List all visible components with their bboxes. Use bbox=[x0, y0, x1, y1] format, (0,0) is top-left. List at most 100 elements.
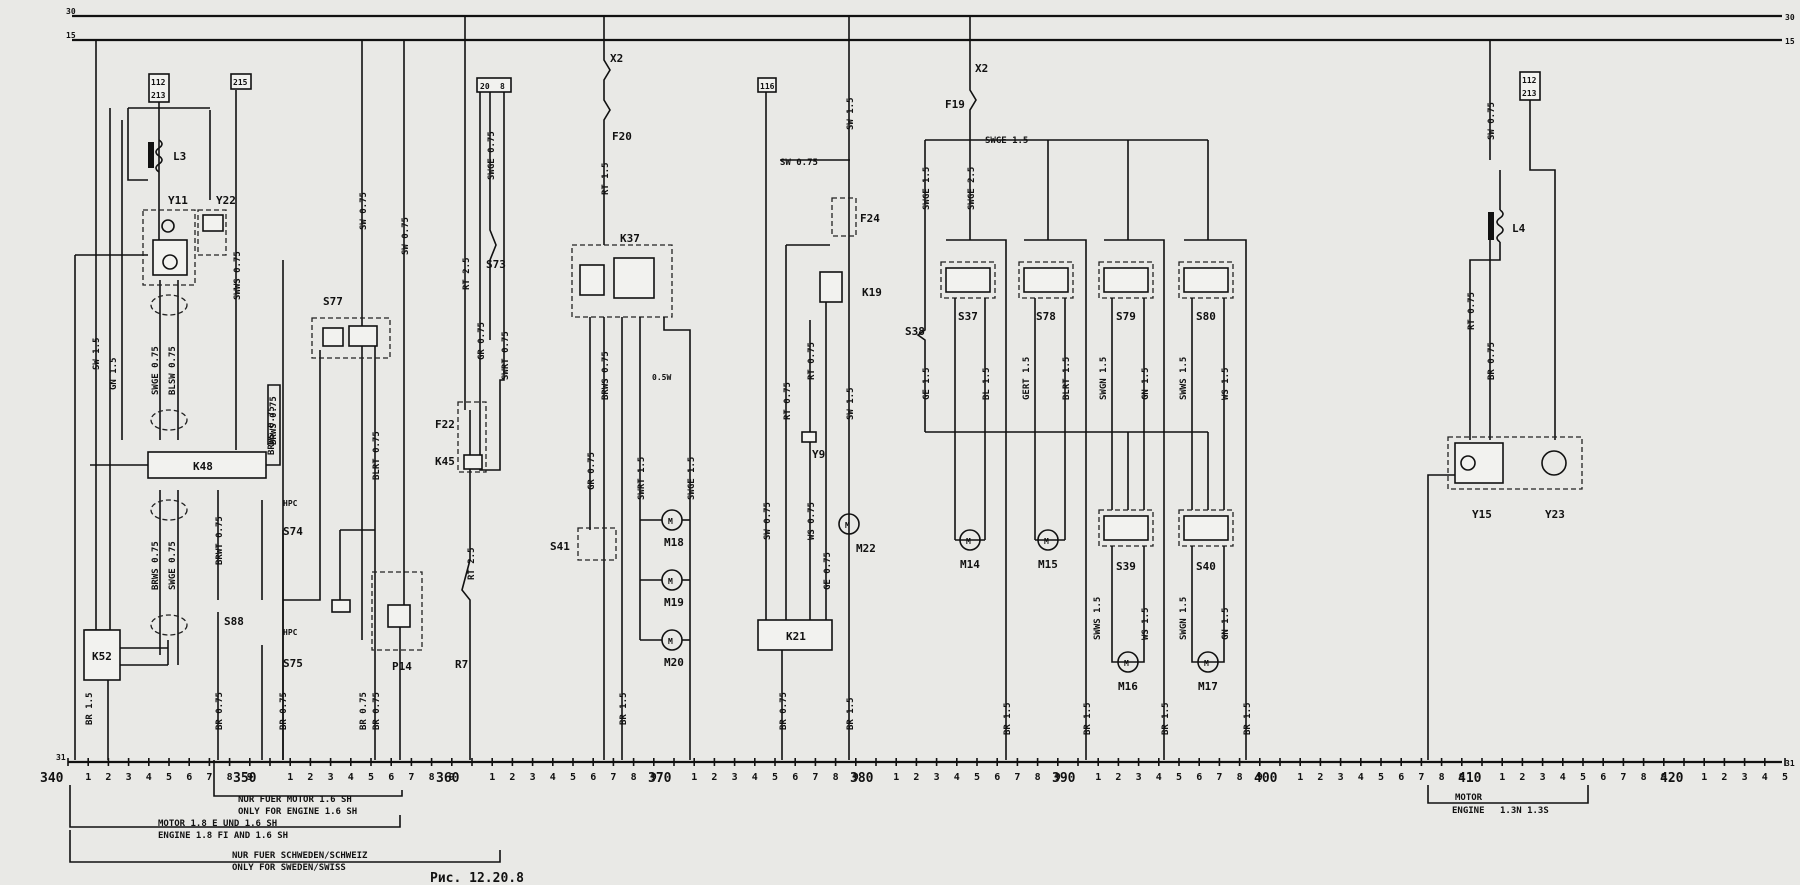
component-box bbox=[1183, 515, 1229, 541]
wire-s38 bbox=[916, 140, 926, 432]
note-2a: MOTOR 1.8 E UND 1.6 SH bbox=[158, 819, 277, 829]
rail-30-label-left: 30 bbox=[66, 7, 76, 16]
scale-digit: 4 bbox=[1358, 772, 1364, 783]
dashed-group bbox=[1178, 261, 1234, 299]
wl-25: SW 1.5 bbox=[846, 97, 856, 130]
component-box bbox=[613, 257, 655, 299]
scale-digit: 4 bbox=[1762, 772, 1768, 783]
label-f24: F24 bbox=[860, 212, 880, 225]
scale-340: 340 bbox=[40, 771, 64, 786]
wl-32: SWGE 1.5 bbox=[985, 136, 1028, 146]
label-k48: K48 bbox=[193, 460, 213, 473]
label-s88: S88 bbox=[224, 615, 244, 628]
scale-digit: 4 bbox=[752, 772, 758, 783]
wl-10: BRWS 0.75 bbox=[267, 406, 277, 455]
hpc-1: HPC bbox=[283, 499, 298, 508]
wl-23: SWGE 1.5 bbox=[687, 457, 697, 500]
bracket-2 bbox=[69, 785, 401, 828]
component-box bbox=[387, 604, 411, 628]
wl-g2: BR 0.75 bbox=[215, 692, 225, 730]
wl-g8: BR 1.5 bbox=[846, 697, 856, 730]
component-box bbox=[322, 327, 344, 347]
symbol bbox=[162, 254, 178, 270]
wire-seg bbox=[1191, 546, 1225, 663]
region-360: 20 8 F22 K45 R7 S73 RT 2.5 SWGE 0.75 GR … bbox=[435, 16, 512, 760]
region-375: 116 F24 K19 Y9 K21 M M22 SW 0.75 SW 1.5 … bbox=[757, 16, 882, 760]
label-f20: F20 bbox=[612, 130, 632, 143]
scale-digit: 1 bbox=[1095, 772, 1101, 783]
scale-digit: 3 bbox=[1338, 772, 1344, 783]
wl-g9: BR 1.5 bbox=[1003, 702, 1013, 735]
wire-seg bbox=[1427, 474, 1455, 760]
wl-27: RT 0.75 bbox=[807, 342, 817, 380]
scale-digit: 8 bbox=[1641, 772, 1647, 783]
shield bbox=[150, 409, 188, 431]
k37-box bbox=[571, 244, 673, 318]
wire-seg bbox=[1104, 239, 1165, 700]
y15-box bbox=[1454, 442, 1504, 484]
note-4b: ENGINE bbox=[1452, 806, 1485, 816]
scale-370: 370 bbox=[648, 771, 672, 786]
wl-g10: BR 1.5 bbox=[1083, 702, 1093, 735]
wl-13: SW 0.75 bbox=[401, 217, 411, 255]
label-y11: Y11 bbox=[168, 194, 188, 207]
wl-40: GN 1.5 bbox=[1141, 367, 1151, 400]
scale-digit: 9 bbox=[1055, 772, 1061, 783]
rect bbox=[1488, 212, 1494, 240]
label-m17: M17 bbox=[1198, 680, 1218, 693]
scale-digit: 3 bbox=[530, 772, 536, 783]
note-3b: ONLY FOR SWEDEN/SWISS bbox=[232, 863, 346, 873]
label-k37: K37 bbox=[620, 232, 640, 245]
scale-digit: 6 bbox=[186, 772, 192, 783]
wl-4: BLSW 0.75 bbox=[168, 346, 178, 395]
label: M bbox=[668, 517, 673, 526]
label: M bbox=[966, 537, 971, 546]
scale-digit: 6 bbox=[1600, 772, 1606, 783]
scale-digit: 9 bbox=[853, 772, 859, 783]
scale-digit: 4 bbox=[1156, 772, 1162, 783]
scale-digit: 2 bbox=[105, 772, 111, 783]
scale-digit: 4 bbox=[1560, 772, 1566, 783]
s39-box bbox=[1098, 509, 1154, 547]
label-s75: S75 bbox=[283, 657, 303, 670]
wire-seg bbox=[946, 239, 1007, 700]
label-m20: M20 bbox=[664, 656, 684, 669]
scale-digit: 5 bbox=[166, 772, 172, 783]
scale-digit: 6 bbox=[590, 772, 596, 783]
wl-44: WS 1.5 bbox=[1141, 607, 1151, 640]
component-box bbox=[945, 267, 991, 293]
wl-2: GN 1.5 bbox=[109, 357, 119, 390]
rail-31-label-left: 31 bbox=[56, 753, 66, 762]
wl-41: SWWS 1.5 bbox=[1179, 357, 1189, 400]
label-s74: S74 bbox=[283, 525, 303, 538]
shield bbox=[150, 499, 188, 521]
scale-420: 420 bbox=[1660, 771, 1684, 786]
scale-digit: 5 bbox=[772, 772, 778, 783]
wl-7: SWGE 0.75 bbox=[168, 541, 178, 590]
wl-3: SWGE 0.75 bbox=[151, 346, 161, 395]
scale-digit: 6 bbox=[1398, 772, 1404, 783]
scale-digit: 2 bbox=[913, 772, 919, 783]
rail-15-label-right: 15 bbox=[1785, 37, 1795, 46]
scale-digit: 7 bbox=[1216, 772, 1222, 783]
f22-box bbox=[457, 401, 487, 473]
scale-digit: 7 bbox=[1418, 772, 1424, 783]
shield bbox=[150, 614, 188, 636]
scale-digit: 1 bbox=[1701, 772, 1707, 783]
wire-seg bbox=[479, 92, 505, 471]
label-s37: S37 bbox=[958, 310, 978, 323]
rail-31-label-right: 31 bbox=[1785, 759, 1795, 768]
scale-digit: 4 bbox=[954, 772, 960, 783]
component-box bbox=[348, 325, 378, 347]
scale-digit: 9 bbox=[1257, 772, 1263, 783]
wire-seg bbox=[1529, 100, 1556, 440]
ref-5a: 112 bbox=[1522, 76, 1537, 85]
wl-19: RT 1.5 bbox=[601, 162, 611, 195]
notes: NUR FUER MOTOR 1.6 SH ONLY FOR ENGINE 1.… bbox=[69, 785, 1589, 885]
scale-digit: 9 bbox=[1459, 772, 1465, 783]
wl-5: SWWS 0.75 bbox=[233, 251, 243, 300]
power-rails: 30 15 30 15 31 31 bbox=[56, 7, 1795, 768]
scale-digit: 4 bbox=[550, 772, 556, 783]
